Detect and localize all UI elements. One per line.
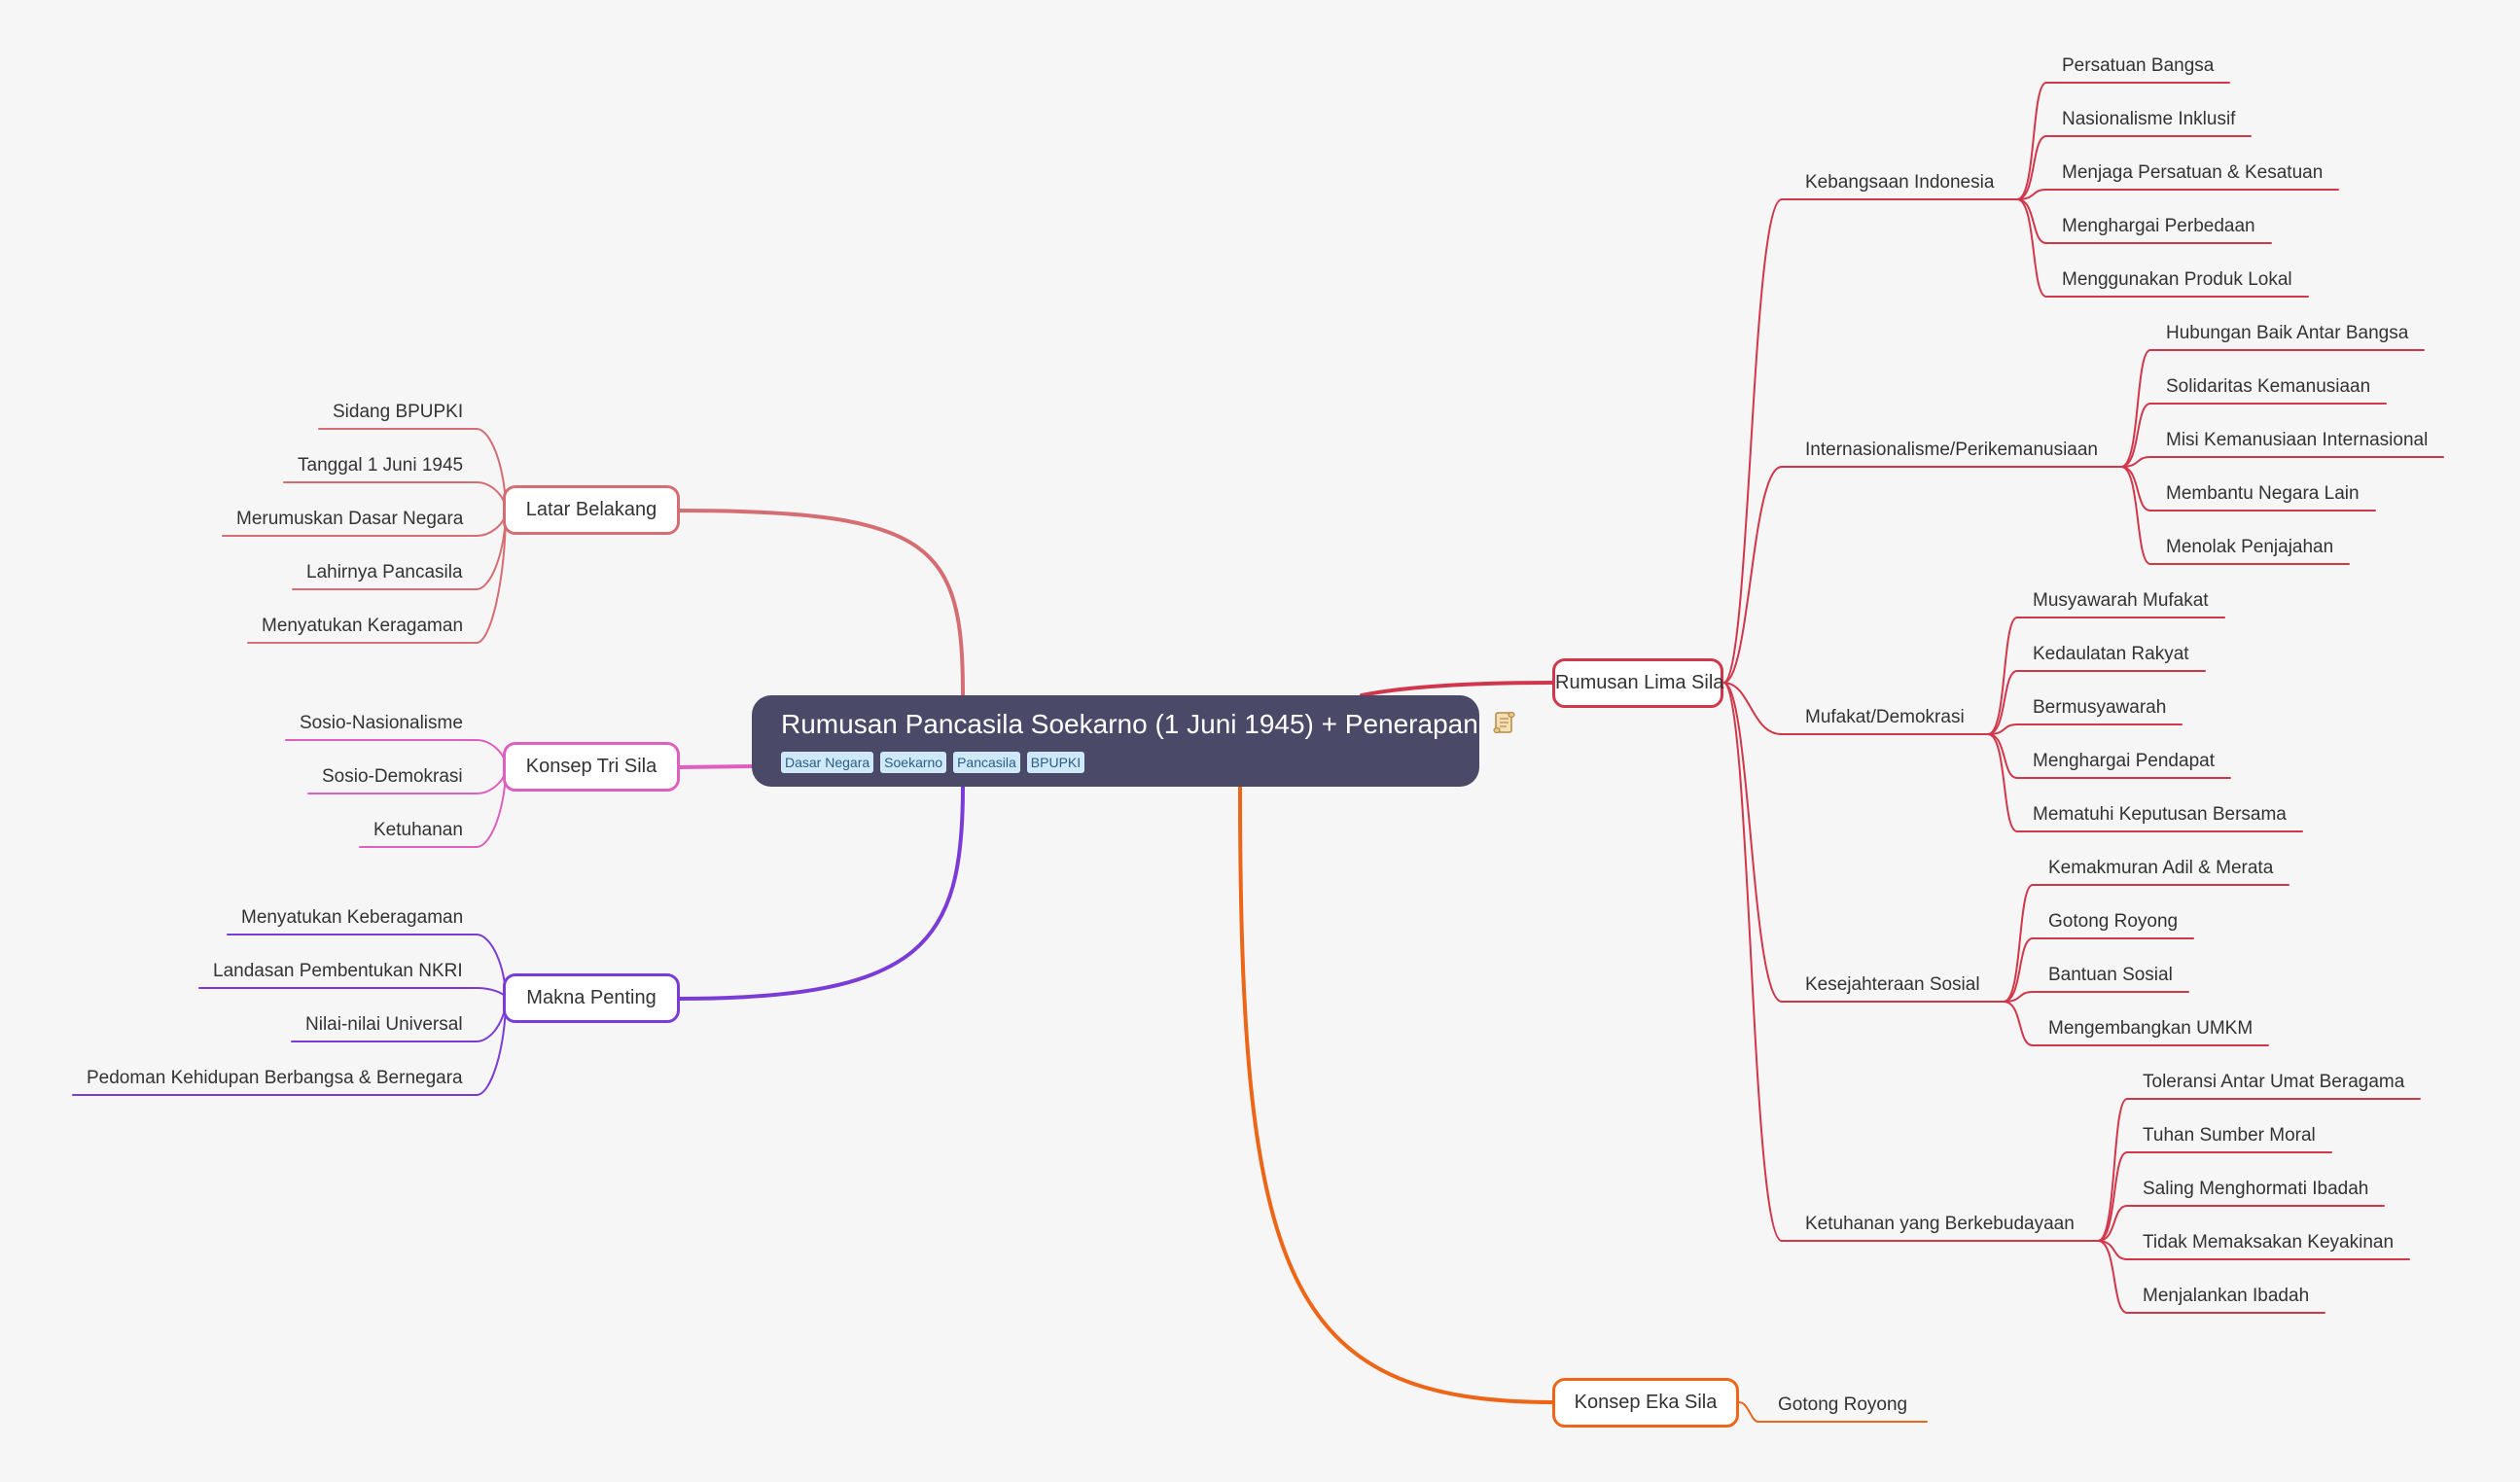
sub-link-4 bbox=[1722, 682, 1783, 1242]
node-mematuhi-keputusan-bersama[interactable]: Mematuhi Keputusan Bersama bbox=[2033, 804, 2287, 825]
branch-makna-penting[interactable]: Makna Penting bbox=[503, 973, 680, 1023]
node-menjalankan-ibadah[interactable]: Menjalankan Ibadah bbox=[2143, 1286, 2310, 1306]
node-sosio-nasionalisme[interactable]: Sosio-Nasionalisme bbox=[300, 713, 463, 733]
node-lahirnya-pancasila[interactable]: Lahirnya Pancasila bbox=[306, 562, 463, 582]
node-membantu-negara-lain[interactable]: Membantu Negara Lain bbox=[2166, 483, 2360, 504]
node-menyatukan-keberagaman[interactable]: Menyatukan Keberagaman bbox=[241, 907, 464, 928]
node-kebangsaan-indonesia[interactable]: Kebangsaan Indonesia bbox=[1805, 172, 1995, 193]
tag-bpupki[interactable]: BPUPKI bbox=[1026, 752, 1085, 773]
node-ketuhanan-yang-berkebudayaan[interactable]: Ketuhanan yang Berkebudayaan bbox=[1805, 1214, 2075, 1234]
node-tanggal-1-juni-1945[interactable]: Tanggal 1 Juni 1945 bbox=[298, 455, 464, 476]
branch-konsep-eka-sila[interactable]: Konsep Eka Sila bbox=[1552, 1378, 1739, 1428]
tag-dasar-negara[interactable]: Dasar Negara bbox=[781, 752, 874, 773]
node-sidang-bpupki[interactable]: Sidang BPUPKI bbox=[333, 402, 464, 422]
node-merumuskan-dasar-negara[interactable]: Merumuskan Dasar Negara bbox=[236, 509, 464, 529]
node-gotong-royong[interactable]: Gotong Royong bbox=[2048, 911, 2179, 932]
leaf-link-latar-1 bbox=[476, 481, 507, 512]
leaf-link-eka bbox=[1738, 1401, 1759, 1423]
node-menghargai-perbedaan[interactable]: Menghargai Perbedaan bbox=[2062, 216, 2255, 236]
node-bermusyawarah[interactable]: Bermusyawarah bbox=[2033, 697, 2167, 718]
leaf-link-3-2 bbox=[2003, 991, 2034, 1003]
leaf-link-latar-2 bbox=[476, 510, 507, 537]
sub-link-1 bbox=[1722, 466, 1783, 684]
leaf-link-4-4 bbox=[2097, 1240, 2128, 1314]
node-misi-kemanusiaan-internasional[interactable]: Misi Kemanusiaan Internasional bbox=[2166, 430, 2429, 450]
leaf-link-0-2 bbox=[2016, 189, 2047, 200]
branch-konsep-tri-sila[interactable]: Konsep Tri Sila bbox=[503, 742, 680, 792]
leaf-link-0-1 bbox=[2016, 135, 2047, 200]
leaf-link-3-0 bbox=[2003, 884, 2034, 1003]
node-tidak-memaksakan-keyakinan[interactable]: Tidak Memaksakan Keyakinan bbox=[2143, 1232, 2395, 1253]
connector-rumusan-lima-sila bbox=[1360, 681, 1555, 697]
node-internasionalisme-perikemanusiaan[interactable]: Internasionalisme/Perikemanusiaan bbox=[1805, 440, 2098, 460]
scroll-icon bbox=[1492, 707, 1517, 746]
sub-link-2 bbox=[1722, 682, 1783, 735]
leaf-link-3-3 bbox=[2003, 1001, 2034, 1046]
node-menolak-penjajahan[interactable]: Menolak Penjajahan bbox=[2166, 537, 2334, 557]
leaf-link-trisila-1 bbox=[476, 766, 507, 794]
node-solidaritas-kemanusiaan[interactable]: Solidaritas Kemanusiaan bbox=[2166, 376, 2371, 397]
leaf-link-4-0 bbox=[2097, 1098, 2128, 1242]
connector-konsep-tri-sila bbox=[676, 764, 754, 769]
node-mengembangkan-umkm[interactable]: Mengembangkan UMKM bbox=[2048, 1018, 2254, 1039]
leaf-link-makna-1 bbox=[476, 987, 507, 1000]
node-pedoman-kehidupan-berbangsa-and-bernegara[interactable]: Pedoman Kehidupan Berbangsa & Bernegara bbox=[87, 1068, 463, 1088]
branch-rumusan-lima-sila[interactable]: Rumusan Lima Sila bbox=[1552, 658, 1723, 708]
tag-list: Dasar Negara Soekarno Pancasila BPUPKI bbox=[781, 752, 1085, 773]
node-persatuan-bangsa[interactable]: Persatuan Bangsa bbox=[2062, 55, 2215, 76]
connector-konsep-eka-sila bbox=[1238, 785, 1555, 1404]
node-kedaulatan-rakyat[interactable]: Kedaulatan Rakyat bbox=[2033, 644, 2189, 664]
leaf-link-makna-3 bbox=[476, 998, 507, 1096]
leaf-link-latar-4 bbox=[476, 510, 507, 644]
tag-pancasila[interactable]: Pancasila bbox=[953, 752, 1020, 773]
connector-latar-belakang bbox=[676, 509, 965, 697]
branch-latar-belakang[interactable]: Latar Belakang bbox=[503, 485, 680, 535]
leaf-link-1-1 bbox=[2120, 403, 2151, 468]
node-landasan-pembentukan-nkri[interactable]: Landasan Pembentukan NKRI bbox=[213, 961, 463, 981]
leaf-link-0-0 bbox=[2016, 82, 2047, 200]
leaf-link-makna-2 bbox=[476, 998, 507, 1042]
connector-makna-penting bbox=[676, 785, 965, 1001]
leaf-link-4-1 bbox=[2097, 1151, 2128, 1242]
node-saling-menghormati-ibadah[interactable]: Saling Menghormati Ibadah bbox=[2143, 1179, 2369, 1199]
leaf-link-2-2 bbox=[1987, 723, 2018, 735]
node-bantuan-sosial[interactable]: Bantuan Sosial bbox=[2048, 965, 2173, 985]
leaf-link-4-2 bbox=[2097, 1205, 2128, 1242]
leaf-link-2-4 bbox=[1987, 733, 2018, 832]
central-topic[interactable]: Rumusan Pancasila Soekarno (1 Juni 1945)… bbox=[752, 695, 1515, 787]
leaf-link-2-3 bbox=[1987, 733, 2018, 779]
leaf-link-4-3 bbox=[2097, 1240, 2128, 1260]
node-kesejahteraan-sosial[interactable]: Kesejahteraan Sosial bbox=[1805, 974, 1980, 995]
central-topic-title: Rumusan Pancasila Soekarno (1 Juni 1945)… bbox=[781, 705, 1517, 746]
node-kemakmuran-adil-and-merata[interactable]: Kemakmuran Adil & Merata bbox=[2048, 858, 2274, 878]
node-menjaga-persatuan-and-kesatuan[interactable]: Menjaga Persatuan & Kesatuan bbox=[2062, 162, 2324, 183]
node-menggunakan-produk-lokal[interactable]: Menggunakan Produk Lokal bbox=[2062, 269, 2292, 290]
leaf-link-1-3 bbox=[2120, 466, 2151, 512]
node-hubungan-baik-antar-bangsa[interactable]: Hubungan Baik Antar Bangsa bbox=[2166, 323, 2409, 343]
node-gotong-royong[interactable]: Gotong Royong bbox=[1778, 1394, 1908, 1415]
sub-link-3 bbox=[1722, 682, 1783, 1003]
leaf-link-2-1 bbox=[1987, 670, 2018, 735]
node-musyawarah-mufakat[interactable]: Musyawarah Mufakat bbox=[2033, 590, 2209, 611]
leaf-link-1-4 bbox=[2120, 466, 2151, 565]
leaf-link-1-2 bbox=[2120, 456, 2151, 468]
leaf-link-2-0 bbox=[1987, 617, 2018, 735]
sub-link-0 bbox=[1722, 198, 1783, 684]
node-menghargai-pendapat[interactable]: Menghargai Pendapat bbox=[2033, 751, 2215, 771]
leaf-link-trisila-0 bbox=[476, 739, 507, 768]
node-nilai-nilai-universal[interactable]: Nilai-nilai Universal bbox=[305, 1014, 463, 1035]
tag-soekarno[interactable]: Soekarno bbox=[880, 752, 947, 773]
leaf-link-1-0 bbox=[2120, 349, 2151, 468]
node-toleransi-antar-umat-beragama[interactable]: Toleransi Antar Umat Beragama bbox=[2143, 1072, 2405, 1092]
node-tuhan-sumber-moral[interactable]: Tuhan Sumber Moral bbox=[2143, 1125, 2316, 1146]
node-menyatukan-keragaman[interactable]: Menyatukan Keragaman bbox=[262, 616, 464, 636]
leaf-link-0-4 bbox=[2016, 198, 2047, 298]
leaf-link-0-3 bbox=[2016, 198, 2047, 244]
node-mufakat-demokrasi[interactable]: Mufakat/Demokrasi bbox=[1805, 707, 1965, 727]
node-sosio-demokrasi[interactable]: Sosio-Demokrasi bbox=[322, 766, 463, 787]
node-ketuhanan[interactable]: Ketuhanan bbox=[373, 820, 463, 840]
node-nasionalisme-inklusif[interactable]: Nasionalisme Inklusif bbox=[2062, 109, 2236, 129]
leaf-link-3-1 bbox=[2003, 937, 2034, 1003]
